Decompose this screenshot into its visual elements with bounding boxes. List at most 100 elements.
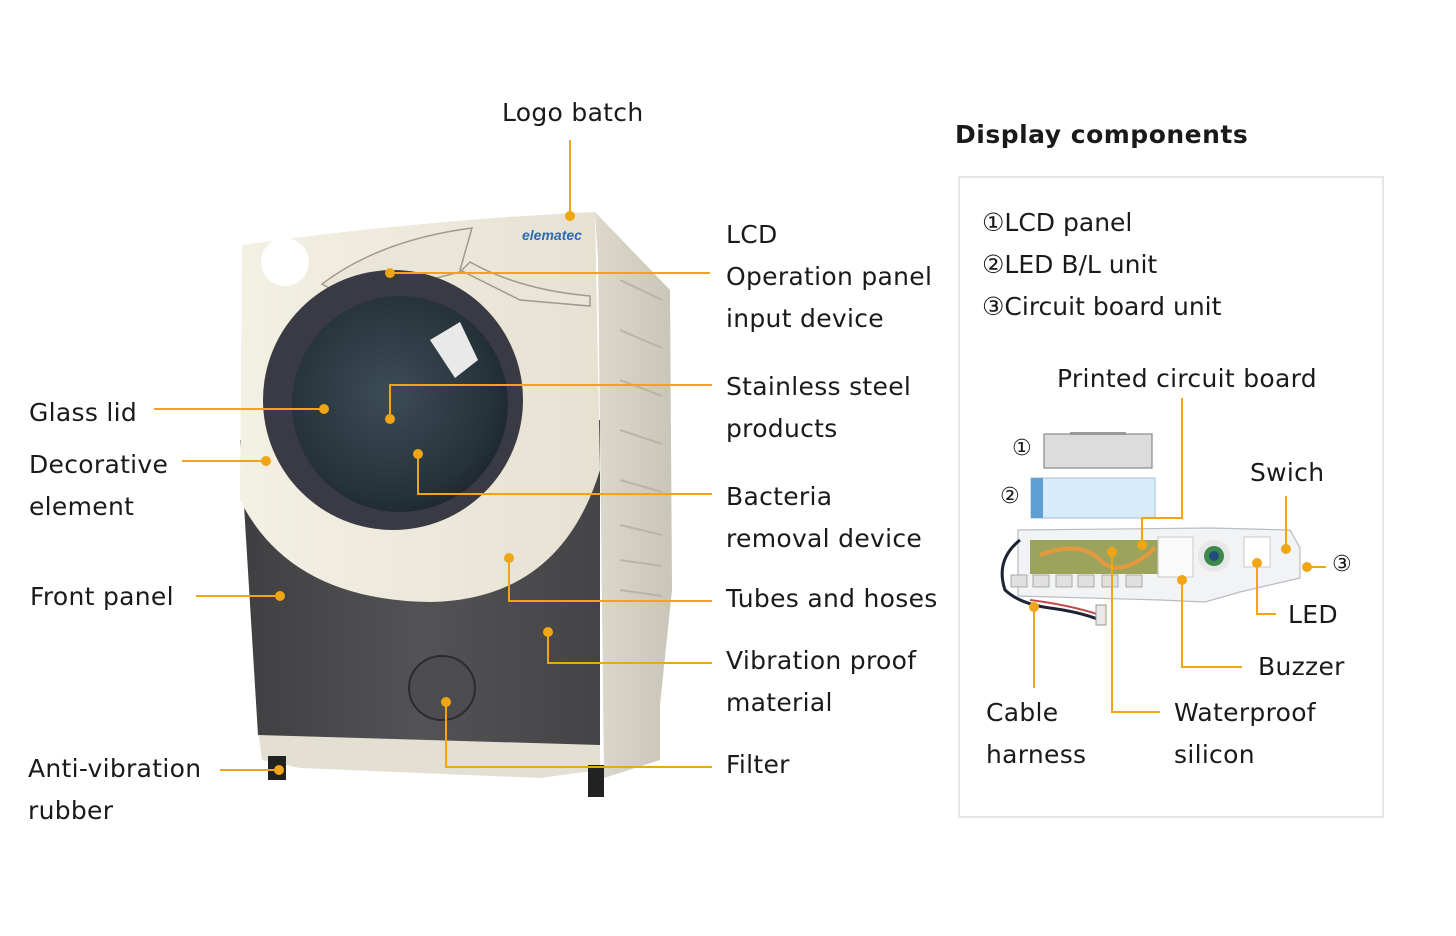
marker-2: ② bbox=[1000, 484, 1021, 509]
label-line: Decorative bbox=[29, 450, 169, 479]
dot-bacteria bbox=[413, 449, 423, 459]
label-anti-vibration-rubber: Anti-vibration rubber bbox=[28, 748, 201, 832]
label-line: removal device bbox=[726, 524, 923, 553]
callout-line-pcb bbox=[1141, 398, 1183, 545]
callout-line-stainless bbox=[389, 384, 712, 419]
washing-machine: elematec bbox=[240, 212, 672, 797]
label-cable-harness: Cable harness bbox=[986, 692, 1086, 776]
dot-lcd bbox=[385, 268, 395, 278]
dot-decorative bbox=[261, 456, 271, 466]
display-callout-lines bbox=[1033, 398, 1326, 713]
callout-lines bbox=[154, 140, 712, 771]
label-line: Waterproof bbox=[1174, 698, 1316, 727]
label-line: Printed circuit board bbox=[1057, 364, 1317, 393]
label-line: input device bbox=[726, 304, 884, 333]
legend-item-lcd-panel: ①LCD panel bbox=[982, 202, 1221, 244]
marker-1: ① bbox=[1012, 436, 1033, 461]
label-line: rubber bbox=[28, 796, 114, 825]
label-stainless-steel: Stainless steel products bbox=[726, 366, 911, 450]
marker-3: ③ bbox=[1332, 552, 1353, 577]
side-vents bbox=[619, 279, 663, 597]
label-tubes-hoses: Tubes and hoses bbox=[726, 578, 938, 620]
label-switch: Swich bbox=[1250, 452, 1324, 494]
legend-item-led-bl-unit: ②LED B/L unit bbox=[982, 244, 1221, 286]
label-logo-batch: Logo batch bbox=[502, 92, 643, 134]
label-line: Tubes and hoses bbox=[726, 584, 938, 613]
callout-dots bbox=[261, 211, 575, 775]
door-glass bbox=[292, 296, 508, 512]
foot-right bbox=[588, 765, 604, 797]
label-decorative-element: Decorative element bbox=[29, 444, 168, 528]
dot-marker3 bbox=[1302, 562, 1312, 572]
dot-stainless bbox=[385, 414, 395, 424]
dot-logo-batch bbox=[565, 211, 575, 221]
legend-label: Circuit board unit bbox=[1004, 292, 1222, 321]
label-printed-circuit-board: Printed circuit board bbox=[1057, 358, 1317, 400]
label-led: LED bbox=[1288, 594, 1338, 636]
callout-line-led bbox=[1256, 563, 1276, 615]
dot-tubes bbox=[504, 553, 514, 563]
filter-cover bbox=[408, 655, 476, 721]
door-handle bbox=[430, 322, 478, 378]
label-glass-lid: Glass lid bbox=[29, 392, 137, 434]
label-waterproof-silicon: Waterproof silicon bbox=[1174, 692, 1316, 776]
callout-line-waterproof bbox=[1111, 552, 1160, 713]
callout-line-bacteria bbox=[417, 454, 712, 495]
label-line: Buzzer bbox=[1258, 652, 1345, 681]
display-exploded-view bbox=[1000, 432, 1301, 626]
label-line: Swich bbox=[1250, 458, 1325, 487]
label-line: Glass lid bbox=[29, 398, 138, 427]
label-line: Anti-vibration bbox=[28, 754, 202, 783]
display-callout-dots bbox=[1029, 540, 1312, 612]
dot-switch bbox=[1281, 544, 1291, 554]
label-filter: Filter bbox=[726, 744, 790, 786]
label-line: products bbox=[726, 414, 838, 443]
label-line: Vibration proof bbox=[726, 646, 917, 675]
label-line: Cable bbox=[986, 698, 1059, 727]
label-line: LED bbox=[1288, 600, 1338, 629]
label-lcd-operation-panel: LCD Operation panel input device bbox=[726, 214, 932, 340]
legend-label: LED B/L unit bbox=[1004, 250, 1158, 279]
label-buzzer: Buzzer bbox=[1258, 646, 1345, 688]
callout-line-filter bbox=[445, 702, 712, 768]
legend-item-circuit-board-unit: ③Circuit board unit bbox=[982, 286, 1221, 328]
legend-label: LCD panel bbox=[1004, 208, 1133, 237]
dot-buzzer bbox=[1177, 575, 1187, 585]
callout-line-vibration bbox=[547, 632, 712, 664]
label-line: silicon bbox=[1174, 740, 1255, 769]
callout-line-tubes bbox=[508, 558, 712, 602]
label-line: element bbox=[29, 492, 135, 521]
dot-pcb bbox=[1137, 540, 1147, 550]
dot-led bbox=[1252, 558, 1262, 568]
dot-glass-lid bbox=[319, 404, 329, 414]
display-legend: ①LCD panel ②LED B/L unit ③Circuit board … bbox=[982, 202, 1221, 328]
cable-harness-part bbox=[1000, 538, 1101, 622]
label-line: Stainless steel bbox=[726, 372, 912, 401]
dot-vibration bbox=[543, 627, 553, 637]
dot-cable bbox=[1029, 602, 1039, 612]
label-line: LCD bbox=[726, 220, 778, 249]
dot-front-panel bbox=[275, 591, 285, 601]
label-line: Operation panel bbox=[726, 262, 933, 291]
label-vibration-proof: Vibration proof material bbox=[726, 640, 916, 724]
legend-number: ① bbox=[982, 208, 1005, 237]
dot-waterproof bbox=[1107, 547, 1117, 557]
top-corner-button bbox=[261, 238, 309, 286]
display-components-title: Display components bbox=[955, 120, 1249, 149]
label-bacteria-removal: Bacteria removal device bbox=[726, 476, 922, 560]
dot-filter bbox=[441, 697, 451, 707]
callout-line-buzzer bbox=[1181, 580, 1242, 668]
label-line: Bacteria bbox=[726, 482, 833, 511]
label-line: Filter bbox=[726, 750, 790, 779]
dot-anti-vibration bbox=[274, 765, 284, 775]
legend-number: ② bbox=[982, 250, 1005, 279]
label-line: harness bbox=[986, 740, 1087, 769]
label-line: Logo batch bbox=[502, 98, 644, 127]
display-components-panel bbox=[958, 176, 1384, 818]
brand-logo: elematec bbox=[522, 227, 582, 243]
legend-number: ③ bbox=[982, 292, 1005, 321]
label-line: material bbox=[726, 688, 833, 717]
label-line: Front panel bbox=[30, 582, 174, 611]
label-front-panel: Front panel bbox=[30, 576, 174, 618]
